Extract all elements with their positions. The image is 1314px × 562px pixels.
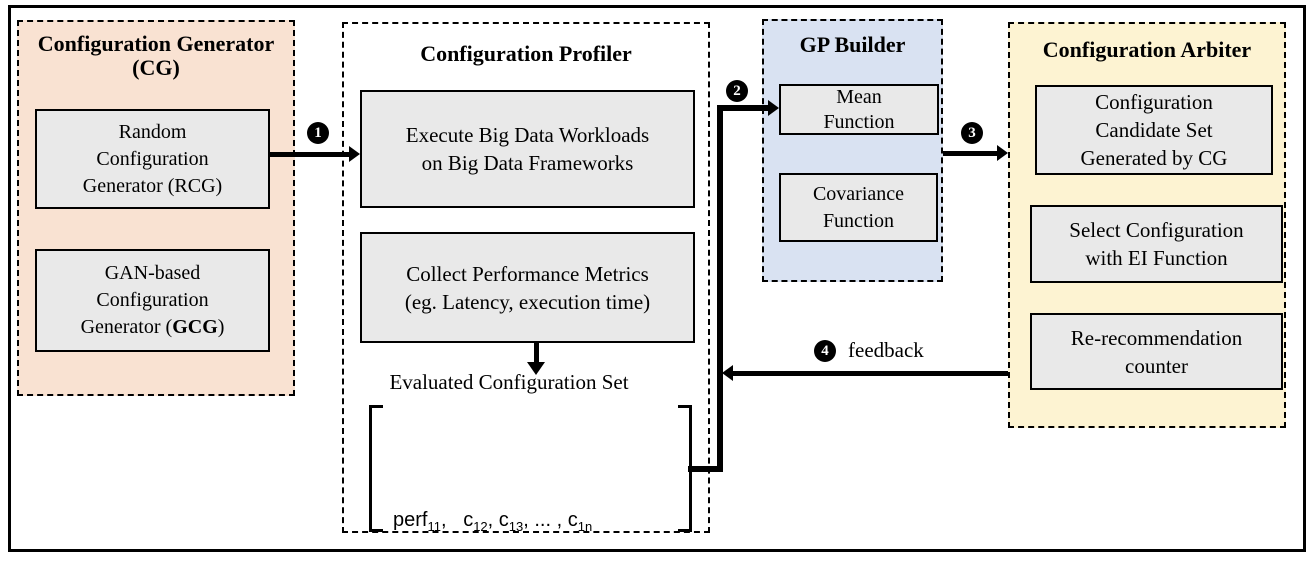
matrix-left-bracket (369, 405, 383, 532)
gcg-line3-bold: GCG (172, 316, 218, 338)
rcg-line1: Random (118, 120, 187, 143)
gcg-line3-post: ) (217, 316, 225, 338)
mean-function-box: Mean Function (779, 84, 939, 135)
candidate-set-box: Configuration Candidate Set Generated by… (1035, 85, 1273, 175)
cg-title-line2: (CG) (132, 55, 180, 80)
arrow-3-head (997, 145, 1008, 161)
feedback-arrow-line (733, 371, 1008, 376)
collect-to-evaluated-arrow-shaft (534, 343, 539, 363)
connector-2-bottom-segment (688, 466, 723, 472)
feedback-arrowhead (722, 365, 733, 381)
configuration-generator-title: Configuration Generator (CG) (19, 32, 293, 80)
candidate-line2: Candidate Set (1095, 118, 1213, 142)
rcg-line3: Generator (RCG) (82, 174, 223, 197)
gan-based-configuration-generator-box: GAN-based Configuration Generator (GCG) (35, 249, 270, 352)
collect-line1: Collect Performance Metrics (406, 261, 649, 286)
collect-to-evaluated-arrowhead (527, 362, 545, 375)
covariance-function-box: Covariance Function (779, 173, 938, 242)
arrow-1-line (268, 152, 350, 157)
select-line1: Select Configuration (1069, 218, 1244, 242)
step-1-badge: 1 (307, 122, 329, 144)
evaluated-configuration-matrix: perf11, c12, c13, ... , c1n perf21, c22,… (369, 405, 692, 533)
step-3-badge: 3 (961, 122, 983, 144)
candidate-line3: Generated by CG (1080, 146, 1228, 170)
gcg-line3-pre: Generator ( (80, 316, 173, 338)
arrow-2-head (768, 100, 779, 116)
configuration-arbiter-panel: Configuration Arbiter Configuration Cand… (1008, 22, 1286, 428)
step-4-badge: 4 (814, 340, 836, 362)
cg-title-line1: Configuration Generator (37, 31, 275, 56)
random-configuration-generator-box: Random Configuration Generator (RCG) (35, 109, 270, 209)
configuration-arbiter-title: Configuration Arbiter (1042, 37, 1252, 62)
rcg-line2: Configuration (96, 147, 209, 170)
rerec-line1: Re-recommendation (1070, 325, 1243, 350)
select-line2: with EI Function (1085, 246, 1228, 270)
execute-line2: on Big Data Frameworks (421, 151, 634, 175)
gp-builder-panel: GP Builder Mean Function Covariance Func… (762, 19, 943, 282)
covariance-line2: Function (822, 209, 895, 232)
evaluated-configuration-set-label: Evaluated Configuration Set (389, 370, 629, 394)
arrow-1-head (349, 146, 360, 162)
re-recommendation-counter-box: Re-recommendation counter (1030, 313, 1283, 390)
mean-line1: Mean (836, 85, 882, 108)
execute-workloads-box: Execute Big Data Workloads on Big Data F… (360, 90, 695, 208)
arrow-3-line (943, 151, 999, 156)
gcg-line3: Generator (GCG) (81, 314, 225, 341)
connector-2-top-segment (717, 105, 769, 111)
feedback-label: feedback (848, 338, 924, 362)
step-2-badge: 2 (726, 80, 748, 102)
figure-border (8, 5, 1306, 552)
connector-2-vertical-segment (717, 105, 723, 472)
rerec-line2: counter (1125, 353, 1188, 378)
gcg-line1: GAN-based (104, 262, 201, 284)
execute-line1: Execute Big Data Workloads (405, 123, 650, 147)
collect-metrics-box: Collect Performance Metrics (eg. Latency… (360, 232, 695, 343)
collect-line2: (eg. Latency, execution time) (404, 289, 651, 314)
select-configuration-box: Select Configuration with EI Function (1030, 205, 1283, 283)
matrix-row: perf11, c12, c13, ... , c1n (393, 509, 593, 534)
gcg-line2: Configuration (96, 289, 209, 311)
mean-line2: Function (823, 110, 895, 133)
gp-builder-title: GP Builder (799, 32, 906, 57)
configuration-profiler-panel: Configuration Profiler Execute Big Data … (342, 22, 710, 533)
covariance-line1: Covariance (812, 182, 905, 205)
candidate-line1: Configuration (1095, 90, 1213, 114)
configuration-profiler-title: Configuration Profiler (420, 41, 632, 66)
configuration-generator-panel: Configuration Generator (CG) Random Conf… (17, 20, 295, 396)
